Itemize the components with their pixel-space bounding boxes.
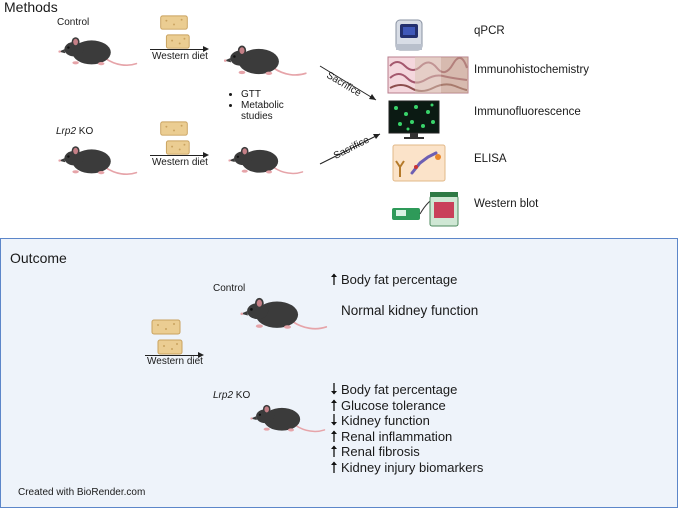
elisa-icon bbox=[392, 144, 446, 182]
sacrifice-arrows bbox=[319, 65, 381, 165]
ko-result-5: Renal fibrosis bbox=[330, 444, 483, 460]
ko-result-4-text: Renal inflammation bbox=[341, 428, 453, 444]
technique-ihc: Immunohistochemistry bbox=[474, 64, 590, 76]
down-arrow-icon bbox=[330, 414, 338, 426]
ko-suffix: KO bbox=[76, 126, 94, 137]
diet-arrow-ko bbox=[150, 155, 204, 156]
diet-arrow bbox=[150, 49, 204, 50]
up-arrow-icon bbox=[330, 430, 338, 442]
ko-result-5-text: Renal fibrosis bbox=[341, 444, 420, 459]
ko-gene-name: Lrp2 bbox=[56, 126, 77, 137]
outcome-diet-arrow bbox=[145, 355, 199, 356]
ko-result-4: Renal inflammation bbox=[330, 429, 483, 445]
ko-result-1: Body fat percentage bbox=[330, 382, 483, 398]
down-arrow-icon bbox=[330, 383, 338, 395]
control-mouse-icon bbox=[58, 30, 138, 70]
technique-if: Immunofluorescence bbox=[474, 106, 581, 118]
control-result-2: Normal kidney function bbox=[341, 303, 479, 318]
ko-mouse-icon bbox=[58, 139, 138, 179]
ko-result-2: Glucose tolerance bbox=[330, 398, 483, 414]
if-microscopy-icon bbox=[388, 100, 440, 139]
outcome-ko-suffix: KO bbox=[233, 390, 251, 401]
control-label: Control bbox=[57, 17, 90, 28]
control-result-1-text: Body fat percentage bbox=[341, 272, 458, 287]
technique-western-blot: Western blot bbox=[474, 198, 539, 210]
ko-mouse-diet-icon bbox=[226, 140, 306, 178]
diet-arrowhead-ko-icon bbox=[203, 152, 209, 158]
outcome-panel bbox=[0, 238, 678, 508]
western-diet-food-icon-ko bbox=[155, 120, 193, 158]
outcome-diet-arrowhead-icon bbox=[198, 352, 204, 358]
up-arrow-icon bbox=[330, 445, 338, 457]
study-metabolic-line2: studies bbox=[241, 111, 273, 122]
outcome-title: Outcome bbox=[10, 250, 67, 266]
control-mouse-diet-icon bbox=[218, 38, 313, 80]
outcome-ko-gene: Lrp2 bbox=[213, 390, 234, 401]
technique-elisa: ELISA bbox=[474, 153, 507, 165]
up-arrow-icon bbox=[330, 399, 338, 411]
ko-result-3: Kidney function bbox=[330, 413, 483, 429]
up-arrow-icon bbox=[330, 461, 338, 473]
outcome-control-label: Control bbox=[213, 283, 246, 294]
diet-arrowhead-icon bbox=[203, 46, 209, 52]
diet-label-ko: Western diet bbox=[152, 157, 208, 168]
ko-label: Lrp2 KO bbox=[56, 126, 93, 137]
western-blot-icon bbox=[392, 192, 459, 227]
technique-qpcr: qPCR bbox=[474, 25, 505, 37]
study-gtt: GTT bbox=[241, 89, 284, 100]
ko-result-1-text: Body fat percentage bbox=[341, 382, 458, 397]
up-arrow-icon bbox=[330, 273, 338, 285]
ihc-tissue-icon bbox=[387, 56, 469, 94]
outcome-ko-mouse-icon bbox=[248, 398, 328, 436]
study-metabolic-line1: Metabolic bbox=[241, 100, 284, 111]
western-diet-food-icon bbox=[155, 14, 193, 52]
footer-credit: Created with BioRender.com bbox=[18, 487, 146, 498]
ko-result-2-text: Glucose tolerance bbox=[341, 397, 446, 413]
ko-result-6-text: Kidney injury biomarkers bbox=[341, 459, 484, 475]
qpcr-machine-icon bbox=[395, 19, 423, 51]
outcome-ko-label: Lrp2 KO bbox=[213, 390, 250, 401]
outcome-control-mouse-icon bbox=[236, 290, 332, 334]
outcome-diet-label: Western diet bbox=[147, 356, 203, 367]
diet-label-control: Western diet bbox=[152, 51, 208, 62]
outcome-food-icon bbox=[146, 318, 186, 358]
control-result-1: Body fat percentage bbox=[330, 272, 457, 288]
ko-result-6: Kidney injury biomarkers bbox=[330, 460, 483, 476]
methods-title: Methods bbox=[4, 0, 58, 15]
ko-result-3-text: Kidney function bbox=[341, 413, 430, 428]
ko-results-list: Body fat percentage Glucose tolerance Ki… bbox=[330, 382, 483, 475]
